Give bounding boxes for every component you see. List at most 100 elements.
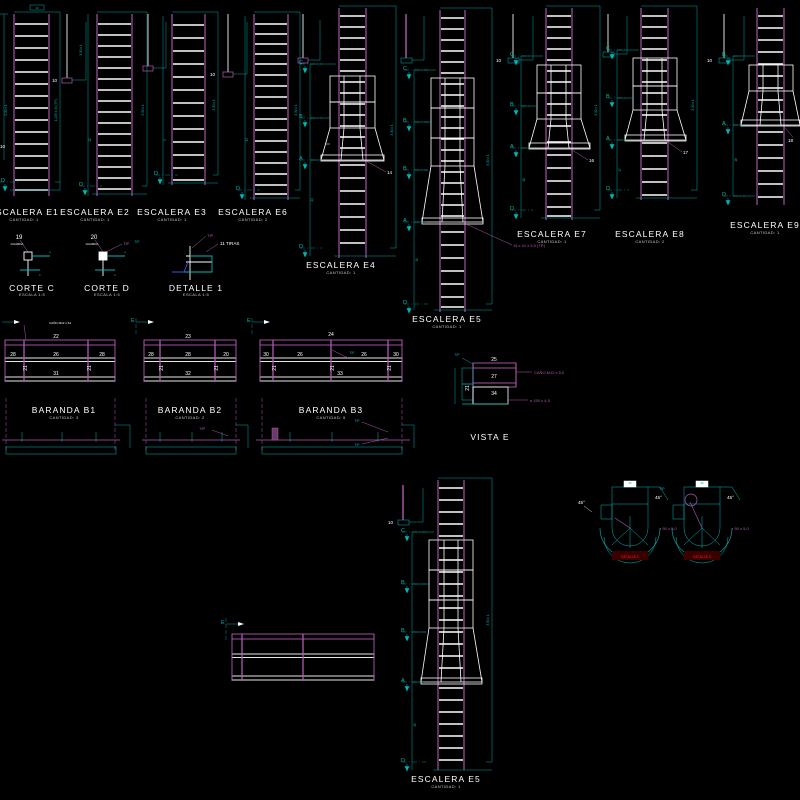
- svg-text:C: C: [299, 60, 303, 66]
- ladder-E4-cage-leader: 14: [365, 160, 393, 175]
- arc-detail-1-label-bg: [612, 551, 648, 560]
- vista-e[interactable]: TIP 25 27 34 21 CAÑO M12 x 5,0 e 150 x 4…: [455, 353, 565, 442]
- ladder-E5-rails: [439, 10, 466, 312]
- baranda-B2-section-letter: E: [131, 318, 135, 324]
- baranda-B3-plan-weld-tag-2: TIP: [355, 443, 360, 447]
- ladder-E6-qty: CANTIDAD: 2: [238, 217, 268, 222]
- baranda-B1-note-leader: [23, 324, 27, 341]
- ladder-E4-post: [297, 14, 321, 64]
- ladder-E3-qty: CANTIDAD: 1: [157, 217, 187, 222]
- baranda-B2-frame: [143, 339, 237, 382]
- arc-detail-2-weld-tag: TIP: [660, 487, 665, 491]
- baranda-B1[interactable]: CAÑO M12 x 64 22 26 31 28 28 21 21 BARAN…: [2, 320, 131, 455]
- ladder-E8-dims: [616, 5, 698, 199]
- ladder-E8[interactable]: 3.30 x 1 17 17 C B A D ESCALERA E8 CANTI…: [602, 5, 698, 244]
- svg-text:C: C: [401, 528, 405, 534]
- ladder-E7-height-note: 3.30 x 1: [594, 104, 598, 116]
- ladder-E5-bottom-post: 10: [388, 485, 424, 526]
- svg-text:D: D: [722, 192, 726, 198]
- detail-corte-d[interactable]: 20 GUARDA TIP TIP a b CORTE D ESCALA 1:5: [84, 235, 139, 297]
- detail-detalle-1[interactable]: TIP 11 TIRAS DETALLE 1 ESCALA 1:5: [169, 233, 240, 297]
- detalle-1-cyan-outline: [172, 255, 213, 273]
- arc-detail-1-label: DETALLE 2: [621, 555, 639, 559]
- ladder-E3-rails: [171, 14, 206, 185]
- baranda-B1-note: CAÑO M12 x 64: [49, 320, 71, 325]
- ladder-E9[interactable]: 10 1: [707, 8, 800, 235]
- baranda-plain-frame: [231, 633, 375, 681]
- baranda-B3-title: BARANDA B3: [299, 405, 363, 415]
- vista-e-mid-num: 27: [491, 374, 497, 380]
- baranda-B3-mid-num-2: 26: [361, 352, 367, 358]
- svg-text:A: A: [722, 121, 726, 127]
- svg-text:A: A: [403, 218, 407, 224]
- baranda-B2-qty: CANTIDAD: 2: [175, 415, 205, 420]
- baranda-B1-post-num-1: 21: [23, 365, 29, 371]
- baranda-B2-post-num-2: 21: [214, 365, 220, 371]
- ladder-E5-section-marks: C B B A D: [403, 66, 428, 314]
- baranda-plain[interactable]: E: [221, 618, 375, 681]
- vista-e-top-num: 25: [491, 357, 497, 363]
- vista-e-left-num: 21: [465, 385, 471, 391]
- ladder-E1-top-tag: 10: [35, 6, 39, 10]
- ladder-E1-height-note: 1,135 x 34 (TP.): [54, 99, 58, 121]
- baranda-B1-section-mark: [2, 320, 20, 324]
- svg-text:D: D: [403, 300, 407, 306]
- ladder-E1-topbracket: 10: [29, 4, 45, 11]
- ladder-E4-rungs: [340, 15, 365, 244]
- ladder-E7[interactable]: 10: [496, 5, 601, 244]
- svg-text:A: A: [510, 144, 514, 150]
- ladder-E2-title: ESCALERA E2: [60, 207, 130, 217]
- ladder-E8-section-marks: C B A D: [606, 46, 629, 200]
- baranda-B2[interactable]: E 23 28 32 28 20 21 21 BARANDA B2 CANTID…: [131, 318, 249, 455]
- ladder-E2[interactable]: 10 3.30 x 1 3.30 x 1 12 D: [52, 11, 148, 222]
- ladder-E3[interactable]: 3.30 x 1 9 D ESCALERA E3 CANTIDAD: 1: [137, 11, 219, 222]
- ladder-E7-part-num: 16: [589, 158, 595, 163]
- vista-e-note-top-text: CAÑO M12 x 5,0: [534, 370, 565, 375]
- ladder-E9-title: ESCALERA E9: [730, 220, 800, 230]
- ladder-E8-cage-leader: 17: [667, 141, 689, 155]
- ladder-E4-height-note: 3.30 x 1: [390, 124, 394, 136]
- ladder-E5-title: ESCALERA E5: [412, 314, 482, 324]
- corte-d-weld-tag: TIP: [123, 241, 130, 246]
- ladder-E9-part-num: 18: [788, 138, 794, 143]
- corte-d-weld-tag2: TIP: [135, 240, 140, 244]
- ladder-E1-dims: [0, 11, 61, 191]
- ladder-E1[interactable]: 1,135 x 34 (TP.) 2.30 x 1 10 10 D ESCALE…: [0, 4, 61, 222]
- ladder-E1-section-D: D: [0, 178, 20, 192]
- ladder-E9-side-note: 18: [734, 158, 738, 162]
- ladder-E2-section-D: D: [79, 182, 102, 196]
- arc-detail-1-top-num: 35: [628, 481, 632, 485]
- baranda-B1-top-num: 22: [53, 334, 59, 340]
- ladder-E9-post: 10: [707, 14, 745, 64]
- vista-e-note-top: CAÑO M12 x 5,0: [516, 370, 565, 375]
- svg-text:A: A: [299, 156, 303, 162]
- ladder-E3-dims: [162, 11, 219, 185]
- detail-corte-c[interactable]: 19 GUARDA a b CORTE C ESCALA 1:5: [9, 235, 55, 297]
- ladder-E5[interactable]: 3.30 x 1 15 15 x 41 x 4,5 (TP.) C B B A …: [400, 7, 546, 329]
- baranda-B3[interactable]: E 24 26 26 33 30 30 21 21 21 TIP BARANDA…: [247, 318, 415, 455]
- corte-d-part-note: GUARDA: [86, 242, 99, 246]
- baranda-B3-qty: CANTIDAD: 5: [316, 415, 346, 420]
- ladder-E9-cage: [740, 64, 800, 127]
- baranda-plain-section-mark: E: [221, 618, 244, 640]
- ladder-E4-section-marks: C B A D: [299, 60, 322, 258]
- svg-text:B: B: [606, 94, 610, 100]
- ladder-E5-bottom[interactable]: 10: [388, 477, 493, 789]
- ladder-E9-rails: [756, 8, 785, 205]
- baranda-B3-section-mark: E: [247, 318, 270, 336]
- arc-detail-2[interactable]: TIP 36 45° r 50 x 5,0 DETALLE 3: [660, 480, 750, 564]
- corte-d-tick-a: a: [124, 250, 126, 254]
- ladder-E6-height-note: 3.30 x 1: [294, 104, 298, 116]
- ladder-E8-side-note: 17: [618, 168, 622, 172]
- arc-detail-2-label-bg: [684, 551, 720, 560]
- ladder-E8-height-note: 3.30 x 1: [691, 99, 695, 111]
- arc-detail-1[interactable]: 45° 35 45° r 50 x 5,0 DETALLE 2: [578, 480, 677, 564]
- baranda-B3-post-num-1: 21: [272, 365, 278, 371]
- ladder-E7-side-note: 16: [522, 178, 526, 182]
- ladder-E5-height-note: 3.30 x 1: [486, 154, 490, 166]
- baranda-B3-right-num: 30: [393, 352, 399, 358]
- ladder-E4[interactable]: 3.30 x 1 14 14 C B A D ESCALERA E4 CANTI…: [297, 5, 397, 275]
- corte-c-title: CORTE C: [9, 283, 55, 293]
- ladder-E6[interactable]: 10 3.30 x 1 13 D ESCALERA: [210, 11, 301, 222]
- baranda-B3-plan: TIP TIP: [256, 398, 415, 455]
